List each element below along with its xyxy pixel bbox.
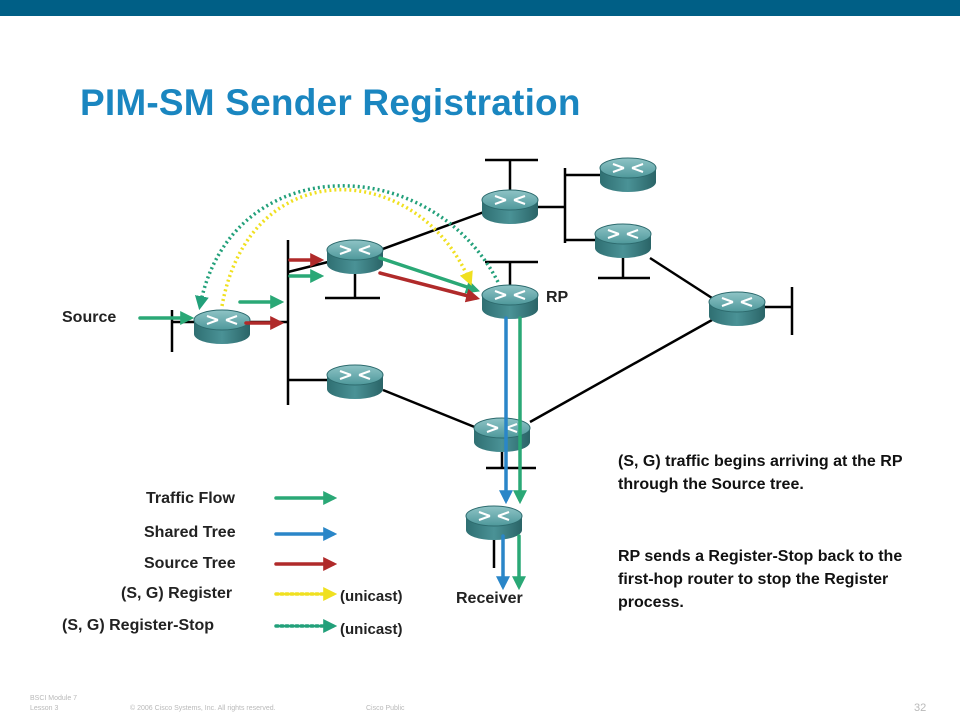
description-para-1: (S, G) traffic begins arriving at the RP… bbox=[618, 453, 903, 493]
footer-copyright: © 2006 Cisco Systems, Inc. All rights re… bbox=[130, 705, 276, 712]
network-links bbox=[170, 158, 794, 568]
router-upper-mid bbox=[481, 189, 539, 225]
footer-lesson: Lesson 3 bbox=[30, 705, 59, 712]
router-top-left bbox=[326, 239, 384, 275]
router-lower-left bbox=[326, 364, 384, 400]
legend-register-unicast: (unicast) bbox=[340, 588, 403, 605]
legend-register-stop-unicast: (unicast) bbox=[340, 621, 403, 638]
top-banner bbox=[0, 0, 960, 16]
legend-shared-label: Shared Tree bbox=[144, 524, 236, 541]
router-receiver bbox=[465, 505, 523, 541]
legend-register-stop-label: (S, G) Register-Stop bbox=[62, 617, 215, 634]
router-far-right bbox=[708, 291, 766, 327]
router-top-right bbox=[599, 157, 657, 193]
legend-source-label: Source Tree bbox=[144, 555, 236, 572]
legend-register-label: (S, G) Register bbox=[121, 585, 233, 602]
legend-swatches bbox=[274, 491, 338, 633]
rp-label: RP bbox=[546, 289, 569, 306]
router-source bbox=[193, 309, 251, 345]
receiver-label: Receiver bbox=[456, 590, 523, 607]
router-rp bbox=[481, 284, 539, 320]
footer-course: BSCI Module 7 bbox=[30, 695, 78, 702]
register-stop-arc bbox=[194, 184, 500, 311]
source-label: Source bbox=[62, 309, 117, 326]
legend-traffic-label: Traffic Flow bbox=[146, 490, 235, 507]
description-para-2: RP sends a Register-Stop back to the fir… bbox=[618, 548, 903, 611]
page-number: 32 bbox=[914, 702, 927, 714]
page-title: PIM-SM Sender Registration bbox=[80, 82, 581, 123]
footer-classification: Cisco Public bbox=[366, 705, 405, 712]
router-mid-right bbox=[594, 223, 652, 259]
